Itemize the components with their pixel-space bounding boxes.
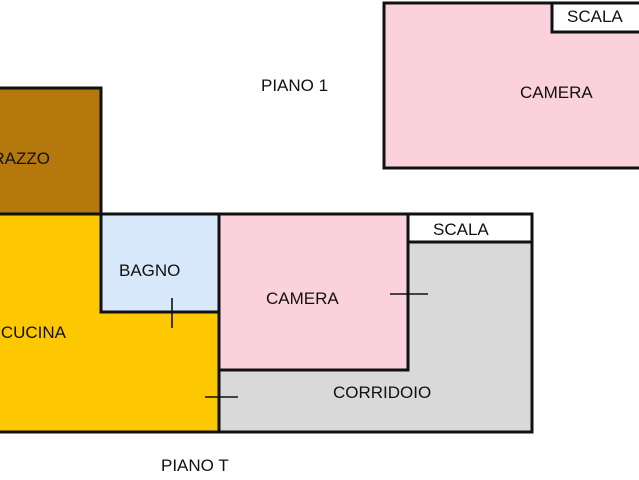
floor-t: TERRAZZO CUCINA BAGNO CAMERA SCALA CORRI… [0,86,534,475]
label-terrazzo: TERRAZZO [0,149,50,168]
label-camera-floor-1: CAMERA [520,83,593,102]
room-scala [406,212,534,244]
label-scala: SCALA [433,220,489,239]
label-corridoio: CORRIDOIO [333,383,431,402]
label-cucina: CUCINA [1,323,67,342]
label-piano-t: PIANO T [161,456,229,475]
label-bagno: BAGNO [119,261,180,280]
label-piano-1: PIANO 1 [261,76,328,95]
room-camera [217,212,410,372]
room-scala-floor-1 [550,1,639,34]
label-camera: CAMERA [266,289,339,308]
floor-1: SCALA CAMERA PIANO 1 [261,1,639,170]
room-terrazzo [0,86,103,216]
label-scala-floor-1: SCALA [567,7,623,26]
